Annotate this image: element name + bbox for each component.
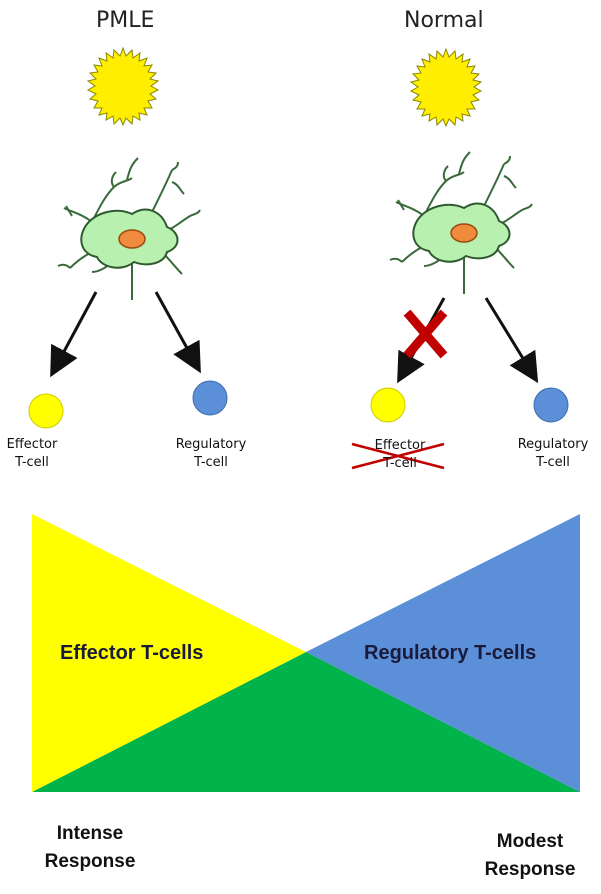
- regulatory-triangle: [306, 514, 580, 792]
- response-left: Intense Response: [44, 823, 136, 872]
- sun-left-icon: [87, 47, 159, 126]
- arrow-left-to-regulatory: [154, 291, 201, 374]
- regulatory-tcells-label: Regulatory T-cells: [364, 642, 537, 664]
- regulatory-tcell-left-icon: [192, 380, 228, 416]
- blocked-x-icon: [403, 309, 448, 359]
- regulatory-tcell-right-icon: [533, 387, 569, 423]
- effector-triangle: [32, 514, 306, 792]
- arrow-right-to-regulatory: [484, 297, 539, 384]
- label-effector-right: Effector T-cell: [374, 438, 426, 471]
- response-right: Modest Response: [484, 831, 576, 880]
- dendritic-cell-right-icon: [389, 151, 533, 295]
- label-effector-left: Effector T-cell: [6, 437, 58, 470]
- sun-right-icon: [410, 48, 482, 127]
- effector-tcells-label: Effector T-cells: [60, 642, 204, 664]
- header-normal: Normal: [404, 8, 484, 33]
- label-regulatory-left: Regulatory T-cell: [175, 437, 247, 470]
- arrow-left-to-effector: [50, 291, 98, 378]
- label-regulatory-right: Regulatory T-cell: [517, 437, 589, 470]
- dendritic-cell-left-icon: [57, 157, 201, 301]
- overlap-region: [32, 652, 580, 792]
- effector-tcell-left-icon: [28, 393, 64, 429]
- strikethrough-cross: [351, 442, 445, 470]
- effector-tcell-right-icon: [370, 387, 406, 423]
- header-pmle: PMLE: [96, 8, 155, 33]
